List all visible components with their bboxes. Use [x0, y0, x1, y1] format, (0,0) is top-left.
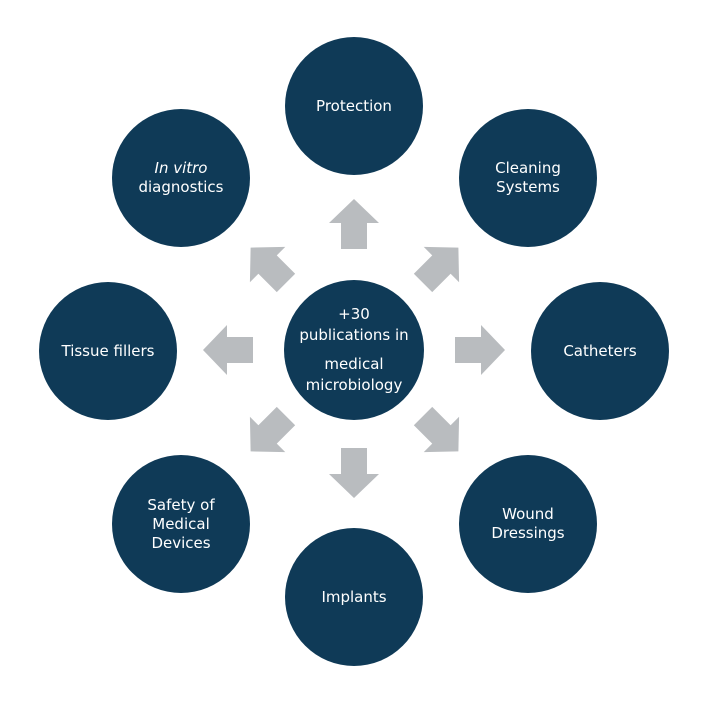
node-catheters: Catheters [531, 282, 669, 420]
arrow-up-left [241, 238, 297, 294]
node-implants: Implants [285, 528, 423, 666]
arrow-down-left [241, 405, 297, 461]
node-safety-medical-devices: Safety of Medical Devices [112, 455, 250, 593]
node-wound-line-2: Dressings [491, 524, 565, 542]
node-tissue-label: Tissue fillers [61, 341, 155, 360]
arrow-up [326, 197, 382, 253]
node-cleaning-line-1: Cleaning [495, 159, 561, 177]
center-line-2: publications in [299, 326, 409, 344]
node-protection: Protection [285, 37, 423, 175]
node-protection-label: Protection [316, 96, 392, 115]
center-node: +30 publications in medical microbiology [284, 280, 424, 420]
node-implants-label: Implants [321, 587, 387, 606]
center-line-4: microbiology [305, 376, 403, 394]
node-catheters-label: Catheters [563, 341, 637, 360]
node-safety-line-2: Medical [152, 514, 210, 533]
node-invitro-line-2: diagnostics [138, 178, 224, 196]
node-tissue-fillers: Tissue fillers [39, 282, 177, 420]
arrow-down [326, 444, 382, 500]
node-wound-dressings: Wound Dressings [459, 455, 597, 593]
arrow-right [451, 322, 507, 378]
node-in-vitro-diagnostics: In vitro diagnostics [112, 109, 250, 247]
node-invitro-line-1: In vitro [154, 159, 208, 177]
arrow-left [201, 322, 257, 378]
node-wound-line-1: Wound [502, 505, 554, 523]
center-line-1: +30 [338, 305, 370, 323]
node-safety-line-1: Safety of [147, 495, 215, 514]
node-cleaning-systems: Cleaning Systems [459, 109, 597, 247]
arrow-up-right [412, 238, 468, 294]
center-line-3: medical [324, 355, 384, 373]
node-safety-line-3: Devices [151, 533, 211, 552]
arrow-down-right [412, 405, 468, 461]
node-cleaning-line-2: Systems [496, 178, 560, 196]
